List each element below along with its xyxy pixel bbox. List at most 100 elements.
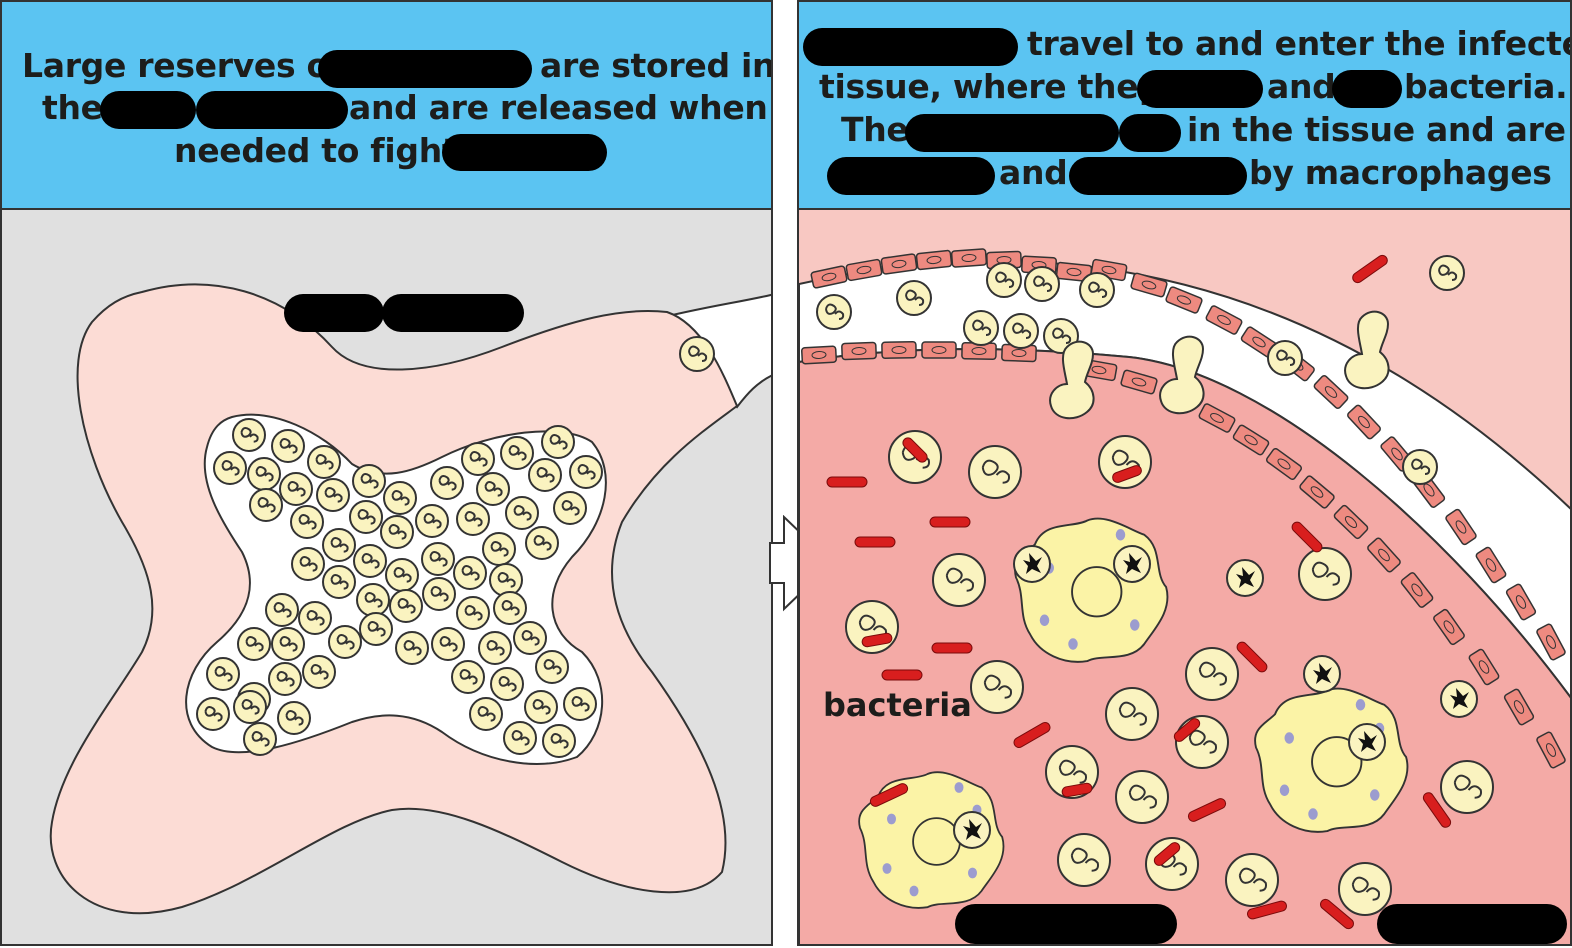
neutrophil-cell xyxy=(383,481,417,515)
bacterium xyxy=(1187,798,1227,822)
bacterium xyxy=(869,783,909,807)
endothelial-cell xyxy=(810,265,848,289)
right-caption-line1: travel to and enter the infected xyxy=(1027,24,1572,63)
neutrophil-cell xyxy=(513,621,547,655)
neutrophil-cell xyxy=(896,280,932,316)
neutrophil-cell xyxy=(431,627,465,661)
neutrophil-cell xyxy=(1298,547,1352,601)
bacterium xyxy=(1352,254,1388,284)
neutrophil-cell xyxy=(469,697,503,731)
bacterium xyxy=(1291,521,1323,553)
right-caption-line2a: tissue, where they xyxy=(819,67,1160,106)
right-caption-line4b: by macrophages xyxy=(1249,153,1552,192)
neutrophil-cell xyxy=(279,472,313,506)
endothelial-cell xyxy=(1198,403,1236,433)
neutrophil-cell xyxy=(542,724,576,758)
endothelial-cell xyxy=(1475,546,1507,584)
neutrophil-cell xyxy=(415,504,449,538)
neutrophil-cell xyxy=(353,544,387,578)
neutrophil-cell xyxy=(206,657,240,691)
left-caption-line3: needed to fight xyxy=(174,131,458,170)
neutrophil-cell xyxy=(298,601,332,635)
left-caption-line2a: the xyxy=(42,88,103,127)
neutrophil-cell xyxy=(1105,687,1159,741)
neutrophil-cell xyxy=(389,589,423,623)
redaction-box xyxy=(284,294,384,332)
neutrophil-cell xyxy=(1267,340,1303,376)
neutrophil-cell xyxy=(247,457,281,491)
neutrophil-cell xyxy=(524,690,558,724)
redaction-box xyxy=(905,114,1119,152)
released-neutrophil xyxy=(679,336,715,372)
endothelial-cell xyxy=(1313,375,1349,409)
neutrophil-cell xyxy=(237,627,271,661)
neutrophil-cell xyxy=(1024,266,1060,302)
bone-marrow-scene xyxy=(2,210,771,944)
neutrophil-cell xyxy=(490,667,524,701)
endothelial-cell xyxy=(921,341,957,359)
neutrophil-cell xyxy=(421,542,455,576)
bacterium xyxy=(902,437,928,463)
neutrophil-cell xyxy=(356,583,390,617)
neutrophil-cell xyxy=(196,697,230,731)
migrating-neutrophil xyxy=(1049,340,1095,420)
neutrophil-cell xyxy=(213,451,247,485)
endothelial-cell xyxy=(1232,424,1270,456)
neutrophil-cell xyxy=(1338,862,1392,916)
bacterium xyxy=(1247,900,1287,920)
dead-neutrophil xyxy=(1113,545,1151,583)
neutrophil-cell xyxy=(482,532,516,566)
left-caption: Large reserves of are stored in the and … xyxy=(2,2,771,210)
neutrophil-cell xyxy=(243,722,277,756)
neutrophil-cell xyxy=(1115,770,1169,824)
neutrophil-cell xyxy=(1429,255,1465,291)
neutrophil-cell xyxy=(271,627,305,661)
neutrophil-cell xyxy=(478,631,512,665)
endothelial-cell xyxy=(845,258,883,282)
neutrophil-cell xyxy=(359,612,393,646)
neutrophil-cell xyxy=(503,721,537,755)
dead-neutrophil xyxy=(1348,723,1386,761)
endothelial-cell xyxy=(1445,508,1477,546)
neutrophil-cell xyxy=(322,565,356,599)
neutrophil-cell xyxy=(277,701,311,735)
redaction-box xyxy=(382,294,524,332)
redaction-box xyxy=(196,91,348,129)
neutrophil-cell xyxy=(271,429,305,463)
dead-neutrophil xyxy=(1226,559,1264,597)
endothelial-cell xyxy=(1205,305,1243,335)
bone-marrow-panel: Large reserves of are stored in the and … xyxy=(0,0,773,946)
neutrophil-cell xyxy=(489,563,523,597)
neutrophil-cell xyxy=(395,631,429,665)
bacterium xyxy=(881,669,923,681)
neutrophil-cell xyxy=(380,515,414,549)
migrating-neutrophil xyxy=(1159,335,1205,415)
neutrophil-cell xyxy=(1185,647,1239,701)
redaction-box xyxy=(442,134,607,171)
neutrophil-cell xyxy=(553,491,587,525)
bacterium xyxy=(1173,718,1201,742)
redaction-box xyxy=(827,157,995,195)
neutrophil-cell xyxy=(349,500,383,534)
neutrophil-cell xyxy=(535,650,569,684)
neutrophil-cell xyxy=(352,464,386,498)
neutrophil-cell xyxy=(302,655,336,689)
neutrophil-cell xyxy=(451,660,485,694)
neutrophil-cell xyxy=(290,505,324,539)
endothelial-cell xyxy=(1299,475,1335,509)
neutrophil-cell xyxy=(249,488,283,522)
bacterium xyxy=(1061,782,1093,798)
bacterium xyxy=(1153,842,1181,866)
macrophage xyxy=(1014,517,1169,663)
endothelial-cell xyxy=(1333,504,1369,540)
endothelial-cell xyxy=(915,249,953,271)
right-caption-line2b: and xyxy=(1267,67,1336,106)
neutrophil-cell xyxy=(505,496,539,530)
neutrophil-cell xyxy=(476,472,510,506)
endothelial-cell xyxy=(1367,537,1401,573)
neutrophil-cell xyxy=(563,687,597,721)
neutrophil-cell xyxy=(986,262,1022,298)
endothelial-cell xyxy=(1347,404,1381,440)
bacterium xyxy=(854,536,896,548)
neutrophil-cell xyxy=(461,442,495,476)
